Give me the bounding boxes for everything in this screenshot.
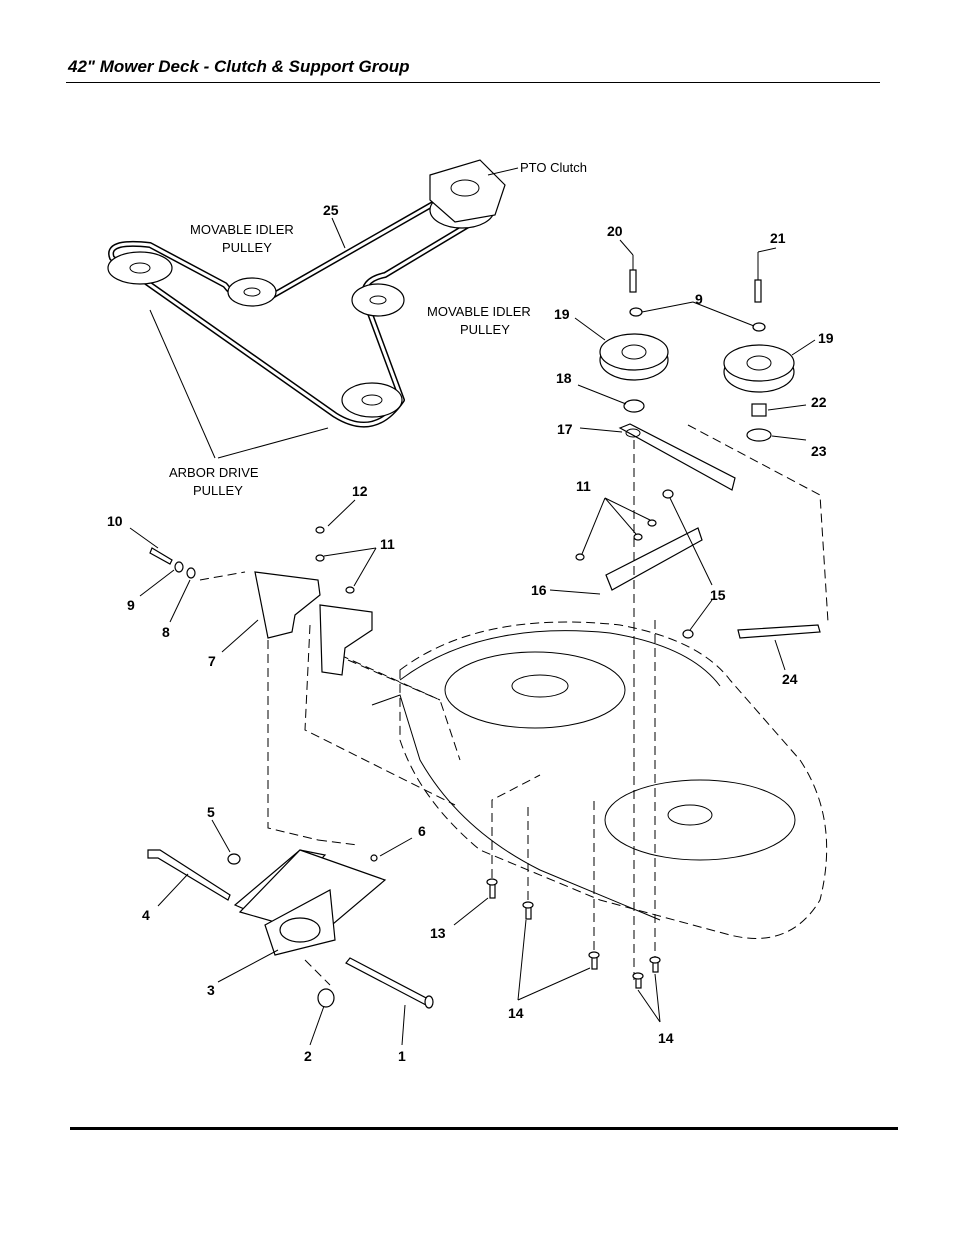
deck-fasteners (486, 774, 661, 989)
pto-clutch-body (429, 159, 506, 223)
callout-22: 22 (811, 394, 827, 410)
callout-23: 23 (811, 443, 827, 459)
caption-movable-idler-2-line2: PULLEY (460, 322, 510, 337)
washer-23 (746, 428, 772, 442)
idler-pulley-group (575, 252, 829, 980)
callout-16: 16 (531, 582, 547, 598)
callout-19-left: 19 (554, 306, 570, 322)
callout-18: 18 (556, 370, 572, 386)
idler-bracket (605, 527, 703, 591)
callout-1: 1 (398, 1048, 406, 1064)
callout-9-left: 9 (127, 597, 135, 613)
clip-2 (317, 988, 335, 1008)
callout-10: 10 (107, 513, 123, 529)
callout-4: 4 (142, 907, 150, 923)
callout-13: 13 (430, 925, 446, 941)
callout-3: 3 (207, 982, 215, 998)
callout-19-right: 19 (818, 330, 834, 346)
spacer-18 (623, 399, 645, 413)
callout-25: 25 (323, 202, 339, 218)
idler-pulley-2 (351, 283, 405, 317)
bracket-right (319, 604, 373, 676)
leader-lines (129, 239, 816, 1046)
callout-21: 21 (770, 230, 786, 246)
mower-deck (339, 621, 828, 939)
pivot-tube (279, 917, 321, 943)
callout-11-right: 11 (576, 478, 591, 494)
header-rule (66, 82, 880, 83)
belt-drive-assembly (107, 159, 519, 459)
callout-12: 12 (352, 483, 368, 499)
caption-movable-idler-2-line1: MOVABLE IDLER (427, 304, 531, 319)
caption-movable-idler-1-line2: PULLEY (222, 240, 272, 255)
caption-pto-clutch: PTO Clutch (520, 160, 587, 175)
lift-assembly (147, 839, 434, 1009)
callout-14-left: 14 (508, 1005, 524, 1021)
footer-rule (70, 1127, 898, 1130)
callout-2: 2 (304, 1048, 312, 1064)
spacer-22 (751, 403, 767, 417)
bracket-7 (254, 571, 321, 639)
bolt-21 (754, 279, 762, 303)
callout-20: 20 (607, 223, 623, 239)
callout-11-left: 11 (380, 536, 395, 552)
callout-14-right: 14 (658, 1030, 674, 1046)
caption-arbor-drive-line2: PULLEY (193, 483, 243, 498)
caption-movable-idler-1-line1: MOVABLE IDLER (190, 222, 294, 237)
page-title: 42" Mower Deck - Clutch & Support Group (68, 57, 410, 76)
support-brackets (149, 526, 456, 841)
callout-9-right: 9 (695, 291, 703, 307)
idler-arm-17 (618, 423, 736, 491)
callout-5: 5 (207, 804, 215, 820)
pin-1 (345, 957, 431, 1006)
washer-5 (227, 853, 241, 865)
callout-8: 8 (162, 624, 170, 640)
arbor-pulley-left (107, 251, 173, 285)
arbor-pulley-right (341, 382, 403, 418)
caption-arbor-drive-line1: ARBOR DRIVE (169, 465, 259, 480)
rod-4 (147, 849, 231, 901)
idler-pulley-1 (227, 277, 277, 307)
spring-24 (737, 624, 821, 639)
callout-6: 6 (418, 823, 426, 839)
callout-7: 7 (208, 653, 216, 669)
bolt-10 (149, 547, 173, 565)
callout-17: 17 (557, 421, 573, 437)
callout-24: 24 (782, 671, 798, 687)
callout-15: 15 (710, 587, 726, 603)
bolt-20 (629, 269, 637, 293)
